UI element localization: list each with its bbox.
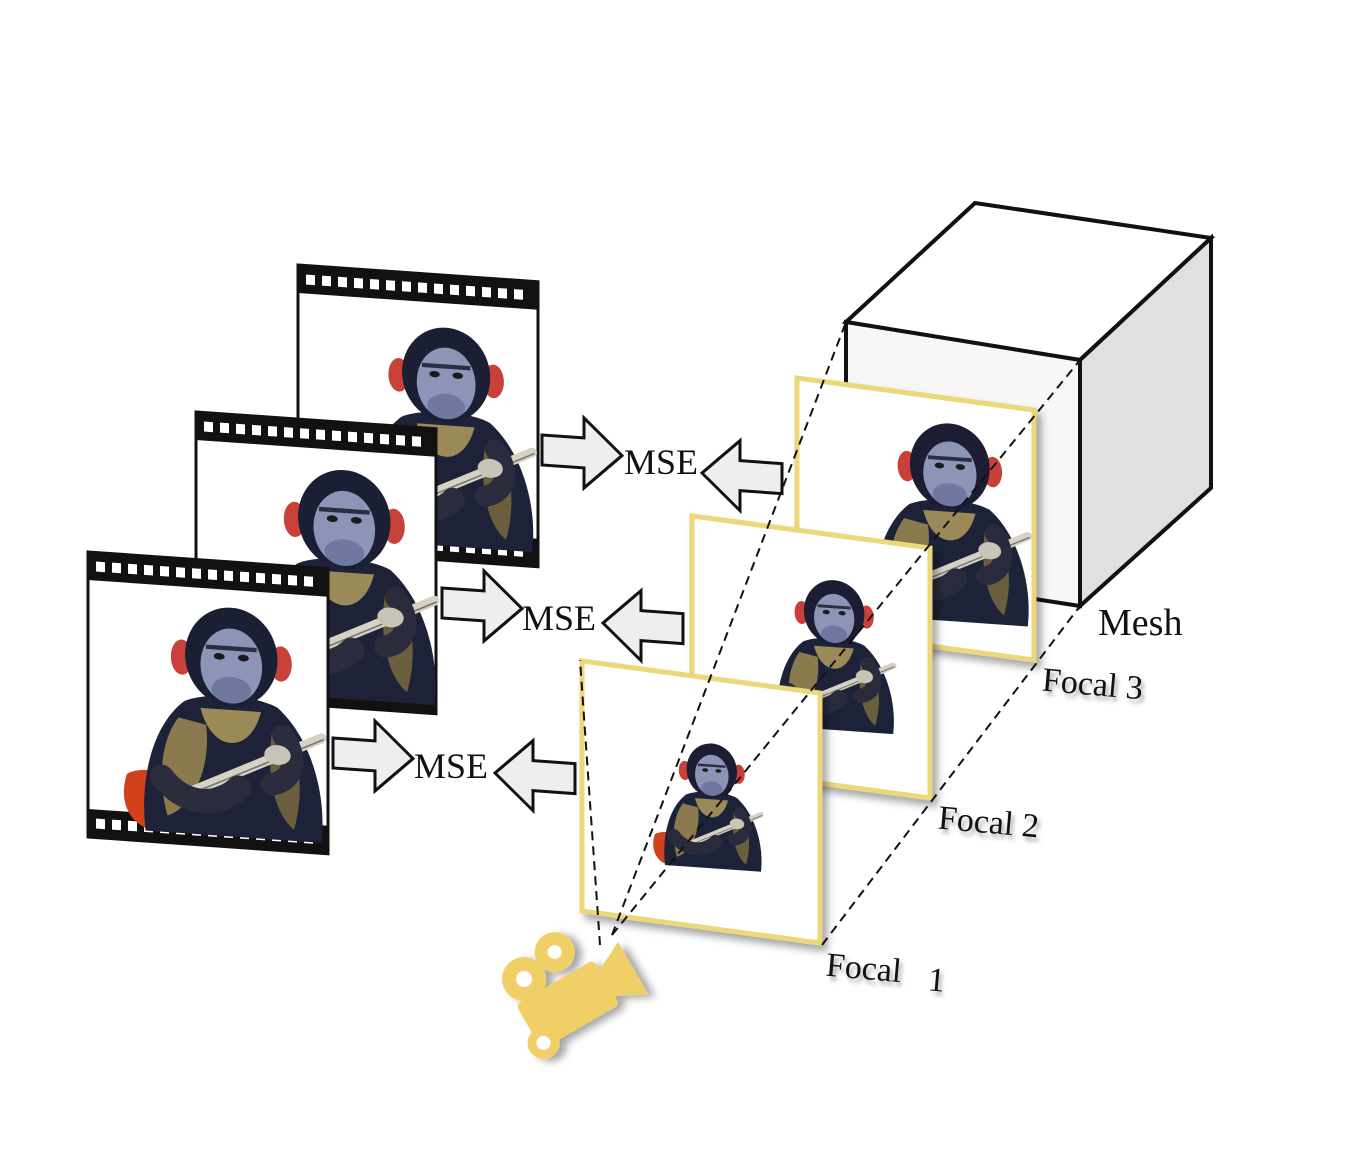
focal-plane-1: [579, 658, 823, 946]
arrow-left-bottom: [493, 736, 577, 816]
camera-frustum-lines: [579, 321, 1081, 946]
focal-1-label: Focal: [824, 946, 904, 991]
arrow-left-middle: [601, 586, 685, 666]
arrow-left-top: [700, 436, 784, 516]
mse-label-bottom: MSE: [414, 746, 489, 786]
arrow-right-top: [540, 413, 624, 493]
mesh-label: Mesh: [1098, 602, 1183, 644]
mse-label-top: MSE: [624, 442, 699, 482]
film-frame-bottom: [86, 550, 330, 856]
mse-label-middle: MSE: [522, 598, 597, 638]
arrow-right-bottom: [331, 716, 415, 796]
focal-2-label: Focal 2: [936, 799, 1041, 846]
focal-1-number: 1: [926, 961, 947, 1000]
arrow-right-middle: [440, 566, 524, 646]
video-camera-icon: [502, 932, 649, 1059]
focal-3-label: Focal 3: [1040, 661, 1145, 708]
